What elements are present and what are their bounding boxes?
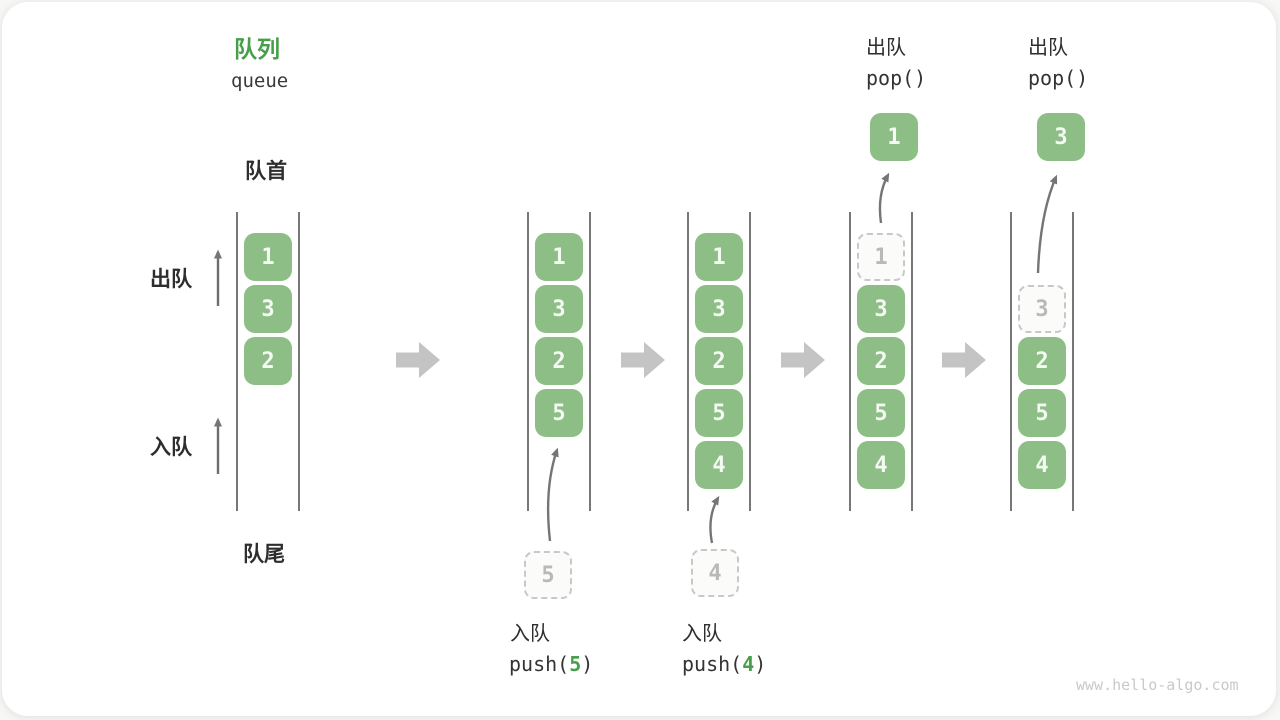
incoming-item-ghost: 5 [524, 551, 572, 599]
code-text: push( [682, 652, 743, 676]
code-text: ) [581, 652, 594, 676]
queue-rear-label: 队尾 [243, 543, 285, 566]
dequeue-side-label: 出队 [150, 268, 192, 291]
code-arg: 5 [569, 652, 582, 676]
removed-item-ghost: 1 [857, 233, 905, 281]
queue-item: 2 [244, 337, 292, 385]
queue-item: 2 [695, 337, 743, 385]
queue-item: 4 [857, 441, 905, 489]
queue-item: 5 [857, 389, 905, 437]
enqueue-op-label: 入队 [682, 623, 722, 645]
incoming-item-ghost: 4 [691, 549, 739, 597]
queue-item: 1 [695, 233, 743, 281]
enqueue-op-code: push(4) [682, 652, 766, 676]
next-state-arrow-icon [942, 342, 986, 378]
dequeue-op-code: pop() [1028, 66, 1089, 90]
queue-front-label: 队首 [245, 160, 287, 183]
next-state-arrow-icon [781, 342, 825, 378]
queue-item: 3 [244, 285, 292, 333]
removed-item-ghost: 3 [1018, 285, 1066, 333]
queue-item: 1 [244, 233, 292, 281]
queue-item: 1 [535, 233, 583, 281]
diagram-title: 队列 [234, 36, 280, 62]
enqueue-side-label: 入队 [150, 436, 192, 459]
code-text: push( [509, 652, 570, 676]
queue-item: 4 [1018, 441, 1066, 489]
dequeue-op-label: 出队 [1028, 37, 1068, 59]
queue-item: 2 [1018, 337, 1066, 385]
queue-item: 3 [857, 285, 905, 333]
code-text: ) [754, 652, 767, 676]
diagram-subtitle: queue [231, 70, 289, 92]
queue-item: 5 [535, 389, 583, 437]
enqueue-op-label: 入队 [510, 623, 550, 645]
code-arg: 4 [742, 652, 755, 676]
queue-item: 5 [695, 389, 743, 437]
queue-channel-lines [236, 212, 1074, 511]
queue-item: 2 [857, 337, 905, 385]
dequeue-op-label: 出队 [866, 37, 906, 59]
popped-item: 1 [870, 113, 918, 161]
push-4-arrow-icon [709, 495, 720, 544]
dequeue-op-code: pop() [866, 66, 927, 90]
next-state-arrow-icon [396, 342, 440, 378]
queue-item: 5 [1018, 389, 1066, 437]
pop-1-arrow-icon [878, 172, 890, 224]
queue-item: 2 [535, 337, 583, 385]
queue-item: 3 [535, 285, 583, 333]
enqueue-op-code: push(5) [509, 652, 593, 676]
watermark: www.hello-algo.com [1076, 676, 1239, 694]
pop-3-arrow-icon [1036, 174, 1058, 274]
popped-item: 3 [1037, 113, 1085, 161]
push-5-arrow-icon [546, 447, 559, 542]
next-state-arrow-icon [621, 342, 665, 378]
queue-item: 3 [695, 285, 743, 333]
queue-item: 4 [695, 441, 743, 489]
